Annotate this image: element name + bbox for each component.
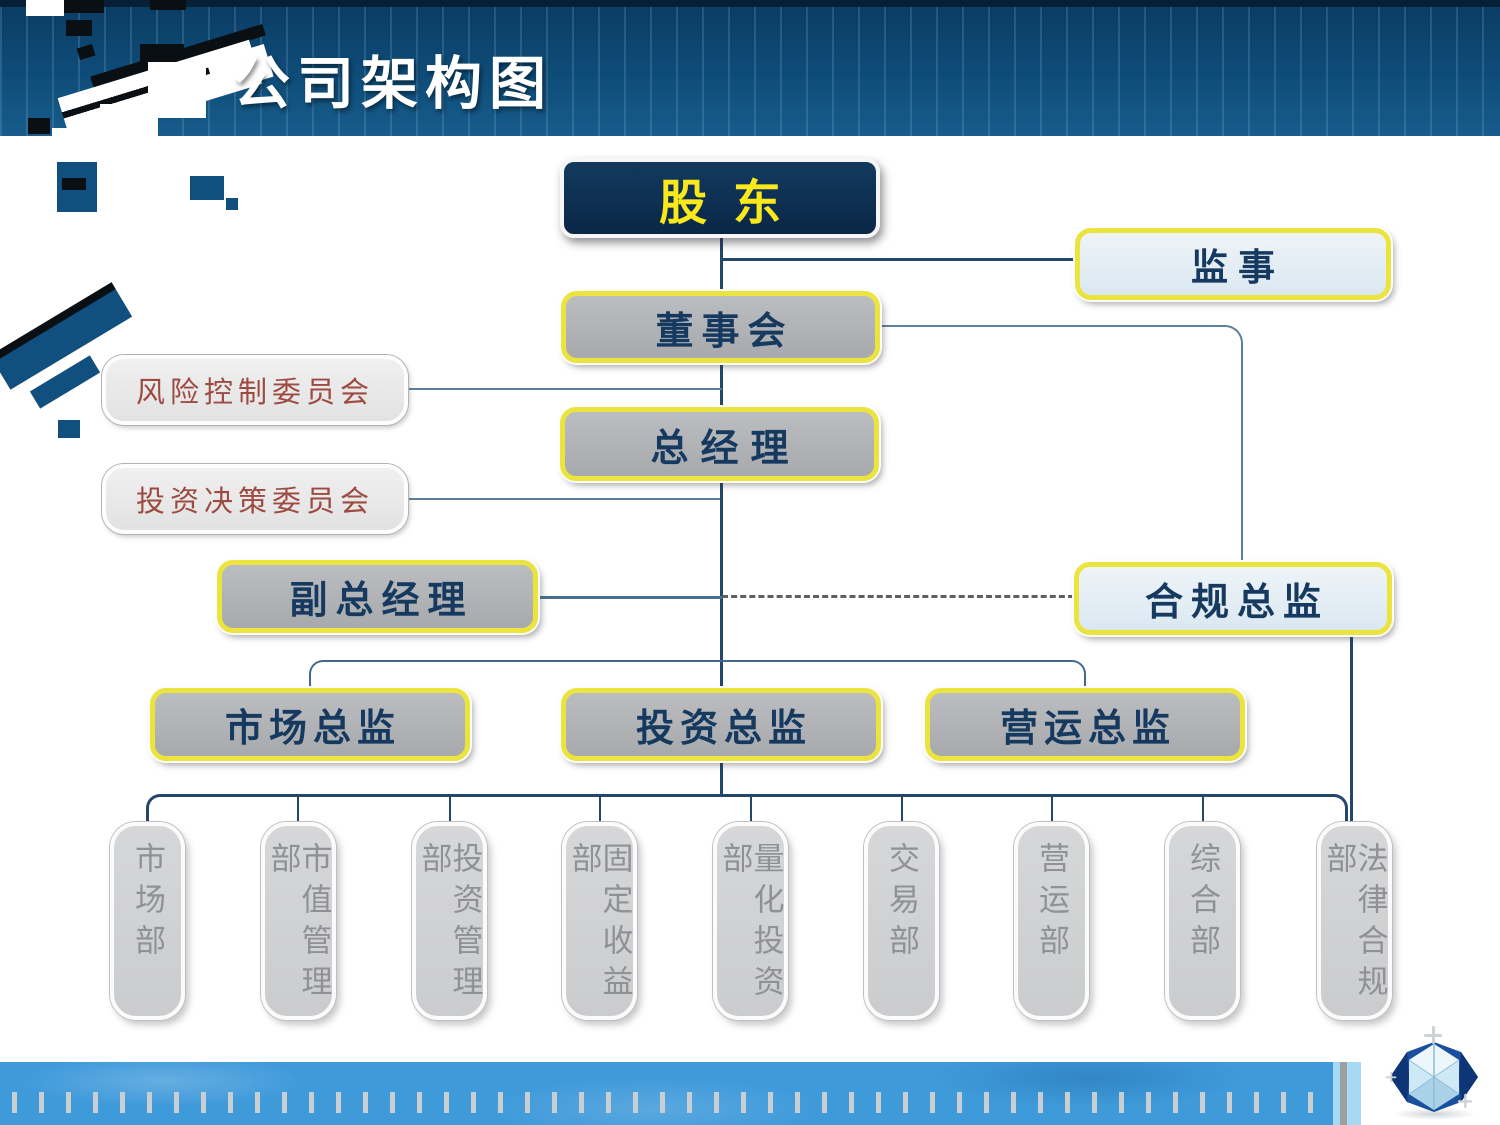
node-supervisor: 监事 (1075, 228, 1391, 300)
node-investment-committee: 投资决策委员会 (102, 464, 408, 534)
connector-board-compliance (880, 325, 1243, 563)
connector-board-gm (720, 362, 723, 410)
connector-deputy-compliance-dashed (722, 595, 1074, 598)
dept-box-market-value: 市值管理部 (261, 822, 336, 1020)
header-top-strip (0, 0, 1500, 7)
connector-directors-elbow (309, 660, 1086, 688)
connector-compliance-legal (1350, 634, 1353, 824)
sparkle-icon (1385, 1071, 1397, 1083)
dept-box-legal-compliance: 法律合规部 (1317, 822, 1392, 1020)
sparkle-icon (1424, 1026, 1442, 1044)
node-deputy-general-manager: 副总经理 (217, 560, 538, 633)
node-shareholder: 股东 (560, 158, 880, 238)
dept-label: 投资管理部 (416, 842, 483, 1006)
dept-label: 市场部 (130, 842, 165, 965)
node-general-manager: 总经理 (560, 407, 879, 481)
connector-shareholder-board (720, 238, 723, 294)
dept-label: 营运部 (1034, 842, 1069, 965)
node-marketing-director-label: 市场总监 (224, 708, 401, 750)
connector-investment-committee (406, 498, 722, 500)
node-investment-director-label: 投资总监 (635, 708, 812, 750)
dept-box-investment-mgmt: 投资管理部 (412, 822, 487, 1020)
connector-drop-5 (901, 797, 903, 823)
node-compliance-director-label: 合规总监 (1144, 582, 1329, 624)
connector-risk-committee (406, 388, 722, 390)
dept-box-marketing: 市场部 (110, 822, 185, 1020)
sparkle-icon (1457, 1093, 1473, 1109)
dept-box-fixed-income: 固定收益部 (562, 822, 637, 1020)
connector-drop-6 (1051, 797, 1053, 823)
node-shareholder-label: 股东 (658, 177, 807, 230)
dept-box-trading: 交易部 (864, 822, 939, 1020)
dept-label: 市值管理部 (265, 842, 332, 1006)
node-operations-director-label: 营运总监 (999, 708, 1176, 750)
dept-box-operations: 营运部 (1014, 822, 1089, 1020)
dept-label: 量化投资部 (717, 842, 784, 1006)
connector-drop-4 (750, 797, 752, 823)
node-investment-director: 投资总监 (561, 688, 881, 761)
connector-gm-down (720, 480, 723, 690)
node-board-label: 董事会 (655, 310, 794, 353)
connector-departments-bus (146, 794, 1348, 823)
node-supervisor-label: 监事 (1191, 247, 1285, 288)
page-title: 公司架构图 (233, 52, 553, 116)
connector-deputy-solid (536, 596, 722, 599)
dept-label: 固定收益部 (566, 842, 633, 1006)
node-marketing-director: 市场总监 (150, 688, 470, 761)
node-general-manager-label: 总经理 (650, 427, 801, 470)
node-risk-committee: 风险控制委员会 (102, 355, 408, 425)
connector-drop-2 (449, 797, 451, 823)
node-operations-director: 营运总监 (925, 688, 1245, 761)
footer-tick-marks (12, 1092, 1342, 1113)
footer-accent-bar-stripe (1340, 1062, 1347, 1125)
dept-box-general-affairs: 综合部 (1165, 822, 1240, 1020)
dept-box-quant-investment: 量化投资部 (713, 822, 788, 1020)
node-compliance-director: 合规总监 (1074, 562, 1392, 635)
dept-label: 交易部 (884, 842, 919, 965)
footer-accent-bar (1333, 1062, 1361, 1125)
node-board: 董事会 (561, 291, 880, 363)
connector-investment-director-down (720, 760, 723, 797)
node-deputy-general-manager-label: 副总经理 (289, 580, 474, 622)
dept-label: 综合部 (1185, 842, 1220, 965)
node-investment-committee-label: 投资决策委员会 (135, 486, 374, 518)
connector-drop-7 (1202, 797, 1204, 823)
connector-shareholder-supervisor (720, 258, 1076, 261)
connector-drop-3 (599, 797, 601, 823)
gem-logo-shadow (1392, 1108, 1476, 1120)
connector-drop-1 (297, 797, 299, 823)
header-banner (0, 0, 1500, 136)
dept-label: 法律合规部 (1321, 842, 1388, 1006)
gem-logo-icon (1388, 1040, 1480, 1114)
node-risk-committee-label: 风险控制委员会 (135, 377, 374, 409)
